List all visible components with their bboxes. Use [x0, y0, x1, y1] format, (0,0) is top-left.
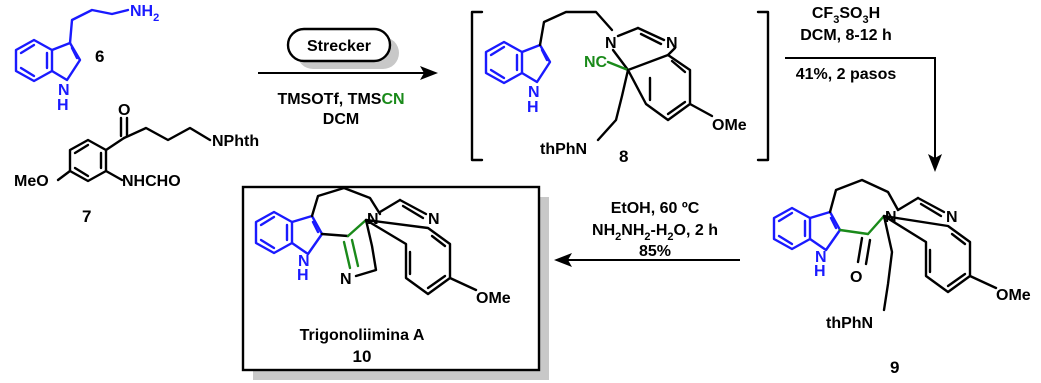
c10-n2: N	[428, 211, 440, 228]
step3-solvent: EtOH, 60 ºC	[611, 200, 700, 217]
c6-indole-n: N	[58, 82, 70, 99]
compound-10-number: 10	[353, 347, 372, 366]
c8-nitrile: NC	[584, 54, 608, 71]
c9-carbonyl-o: O	[850, 269, 862, 286]
box-frame	[241, 185, 541, 372]
c8-ome: OMe	[712, 117, 747, 134]
step1-solvent: DCM	[323, 111, 359, 128]
c10-n3: N	[340, 271, 352, 288]
compound-6-number: 6	[95, 47, 104, 66]
arrow-2	[785, 57, 936, 158]
c8-n2: N	[666, 35, 678, 52]
bracket-left	[470, 10, 484, 162]
c8-thphn: thPhN	[540, 141, 587, 158]
step1-reagents: TMSOTf, TMSCN	[277, 91, 404, 108]
arrow-1-head	[420, 66, 438, 80]
compound-8-number: 8	[619, 147, 628, 166]
arrow-3-head	[554, 253, 572, 267]
compound-10: N H N N N OMe Trigonoliimina A 10	[241, 185, 549, 380]
c7-nphth-label: NPhth	[212, 133, 259, 150]
step3-reagent: NH2NH2-H2O, 2 h	[592, 222, 718, 243]
c6-amine-label: NH2	[130, 3, 159, 24]
strecker-badge	[286, 27, 392, 63]
compound-6: NH2 N H 6	[14, 3, 159, 114]
trigonoliimina-a-name: Trigonoliimina A	[300, 327, 425, 344]
step2-conditions: CF3SO3H DCM, 8-12 h 41%, 2 pasos	[785, 5, 942, 172]
c10-indole-h: H	[297, 267, 309, 284]
c8-n1: N	[605, 35, 617, 52]
c9-thphn: thPhN	[826, 315, 873, 332]
strecker-label: Strecker	[307, 38, 371, 55]
c8-indole-h: H	[527, 99, 539, 116]
c9-n2: N	[946, 209, 958, 226]
c7-carbonyl-o: O	[118, 102, 130, 119]
compound-7: O NPhth MeO NHCHO 7	[14, 102, 259, 226]
compound-9-number: 9	[890, 358, 899, 377]
c7-nhcho-label: NHCHO	[122, 173, 181, 190]
step1-conditions: Strecker TMSOTf, TMSCN DCM	[258, 27, 438, 128]
step2-yield: 41%, 2 pasos	[796, 66, 897, 83]
c10-n1: N	[367, 211, 379, 228]
step2-acid: CF3SO3H	[812, 5, 880, 26]
c10-ome: OMe	[476, 290, 511, 307]
c9-indole-n: N	[815, 249, 827, 266]
step3-yield: 85%	[639, 243, 671, 260]
c10-indole-n: N	[298, 253, 310, 270]
c7-meo-label: MeO	[14, 173, 49, 190]
c9-ome: OMe	[996, 287, 1031, 304]
c8-indole-n: N	[528, 84, 540, 101]
arrow-2-head	[928, 154, 942, 172]
compound-7-number: 7	[82, 207, 91, 226]
step2-solvent: DCM, 8-12 h	[800, 27, 892, 44]
compound-9: N H O N N OMe thPhN 9	[772, 178, 1031, 377]
c6-indole-h: H	[57, 97, 69, 114]
compound-8: N H N N OMe NC thPhN 8	[470, 10, 770, 166]
c9-indole-h: H	[814, 263, 826, 280]
bracket-right	[756, 10, 770, 162]
step3-conditions: EtOH, 60 ºC NH2NH2-H2O, 2 h 85%	[554, 200, 740, 267]
